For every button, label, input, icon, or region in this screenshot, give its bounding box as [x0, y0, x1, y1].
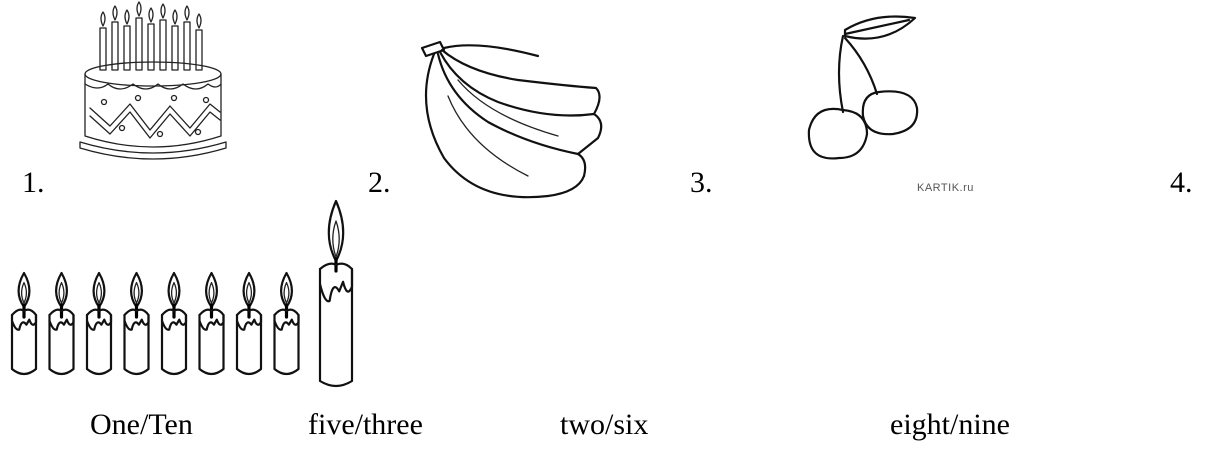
- birthday-cake-image: [79, 1, 227, 160]
- candles-image: [10, 199, 354, 388]
- small-candle: [198, 271, 225, 376]
- item-number-3: 3.: [690, 166, 713, 199]
- item-number-1: 1.: [22, 166, 45, 199]
- option-1: One/Ten: [90, 408, 193, 441]
- small-candle: [123, 271, 150, 376]
- cherries-image: [807, 15, 919, 160]
- small-candle: [273, 271, 300, 376]
- cake-body: [79, 61, 227, 160]
- cake-candles: [99, 1, 203, 71]
- watermark-text: KARTIK.ru: [917, 182, 974, 194]
- item-number-4: 4.: [1170, 166, 1193, 199]
- small-candle: [48, 271, 75, 376]
- small-candle: [160, 271, 188, 376]
- option-3: two/six: [560, 408, 649, 441]
- item-number-2: 2.: [368, 166, 391, 199]
- large-candle: [318, 199, 354, 388]
- small-candle: [10, 271, 38, 376]
- option-2: five/three: [308, 408, 423, 441]
- option-4: eight/nine: [890, 408, 1010, 441]
- bananas-image: [420, 40, 603, 199]
- small-candle: [235, 271, 263, 376]
- small-candle: [85, 271, 113, 376]
